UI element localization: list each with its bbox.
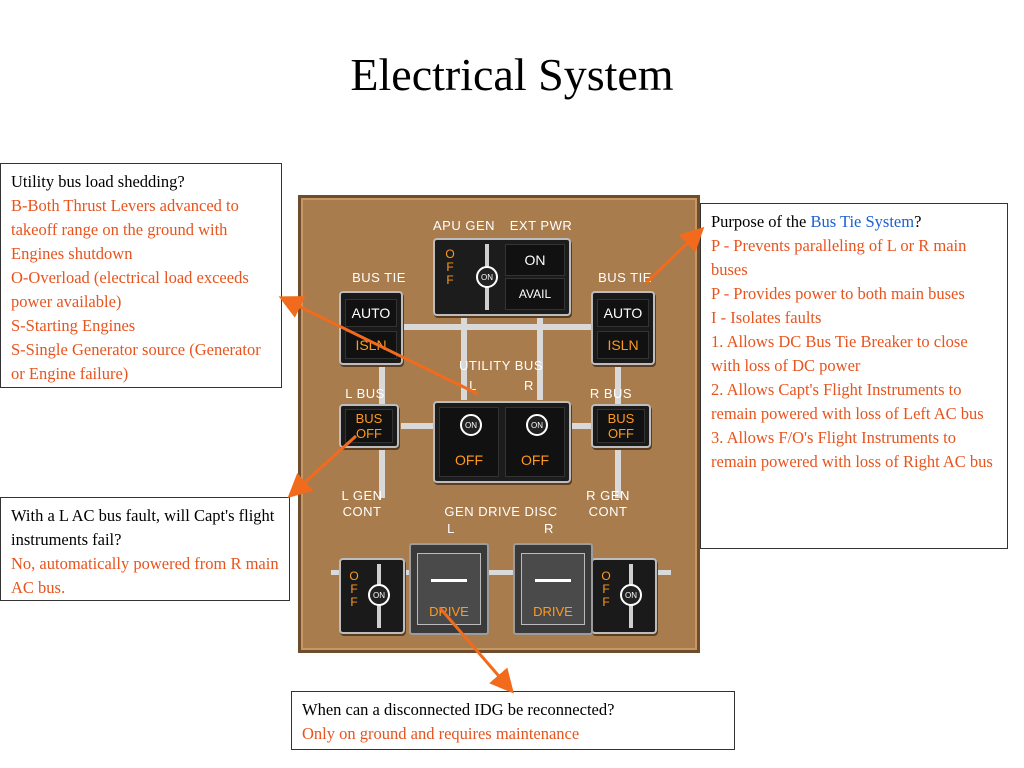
idg-callout: When can a disconnected IDG be reconnect… — [291, 691, 735, 750]
ext-pwr-on-annunciator[interactable]: ON — [505, 244, 565, 276]
apu-knob-on-text: ON — [481, 272, 493, 282]
r-gen-cont-switch-housing: O F F ON — [591, 558, 657, 634]
bus-line-vertical-center-l — [461, 310, 467, 400]
l-ac-answer: No, automatically powered from R main AC… — [11, 554, 279, 597]
utility-left-on-knob: ON — [460, 414, 482, 436]
r-gen-knob-on-text: ON — [625, 590, 637, 600]
l-drive-dash — [431, 579, 467, 582]
utility-right-off: OFF — [506, 452, 564, 468]
electrical-panel: APU GEN EXT PWR O F F ON ON AVAIL BUS TI… — [298, 195, 700, 653]
l-drive-label: DRIVE — [429, 604, 469, 619]
l-ac-bus-callout: With a L AC bus fault, will Capt's fligh… — [0, 497, 290, 601]
idg-question: When can a disconnected IDG be reconnect… — [302, 700, 615, 719]
bottom-bus-line — [331, 570, 671, 575]
l-ac-question: With a L AC bus fault, will Capt's fligh… — [11, 506, 275, 549]
bus-tie-question: Purpose of the Bus Tie System? — [711, 210, 997, 234]
bus-tie-system-link: Bus Tie System — [810, 212, 915, 231]
l-gen-cont-switch[interactable]: ON — [368, 584, 390, 606]
bus-tie-answer-5: 2. Allows Capt's Flight Instruments to r… — [711, 380, 984, 423]
l-ac-arrow — [287, 434, 358, 499]
bus-tie-answer-3: I - Isolates faults — [711, 308, 822, 327]
apu-gen-label: APU GEN — [432, 218, 495, 233]
utility-left-on-text: ON — [465, 420, 477, 430]
bus-tie-arrow — [644, 226, 705, 285]
bus-tie-left-isln-text: ISLN — [355, 337, 387, 353]
utility-bus-r-label: R — [524, 378, 534, 393]
gen-drive-disc-r-label: R — [544, 521, 554, 536]
page-title: Electrical System — [350, 49, 674, 100]
utility-arrow — [278, 296, 479, 396]
idg-answer: Only on ground and requires maintenance — [302, 724, 580, 743]
l-gen-off-text: O F F — [349, 569, 359, 609]
bus-tie-right-isln-text: ISLN — [607, 337, 639, 353]
r-gen-cont-off-label: O F F — [599, 570, 613, 609]
bus-tie-callout: Purpose of the Bus Tie System? P - Preve… — [700, 203, 1008, 549]
utility-answer-s1: S-Starting Engines — [11, 316, 136, 335]
r-gen-cont-label: R GEN CONT — [586, 488, 630, 519]
l-bus-off-text: BUS OFF — [355, 411, 383, 441]
bus-tie-right-switch[interactable]: AUTO ISLN — [591, 291, 655, 365]
apu-off-text: O F F — [445, 247, 455, 287]
bus-tie-right-label: BUS TIE — [598, 270, 652, 285]
utility-left-off-text: OFF — [455, 452, 483, 468]
utility-answer-s2: S-Single Generator source (Generator or … — [11, 340, 261, 383]
r-drive-dash — [535, 579, 571, 582]
bus-tie-question-suffix: ? — [914, 212, 922, 231]
utility-answer-b: B-Both Thrust Levers advanced to takeoff… — [11, 196, 239, 263]
utility-bus-left-switch[interactable]: ON OFF — [439, 407, 499, 477]
ext-pwr-label: EXT PWR — [509, 218, 573, 233]
bus-tie-answer-1: P - Prevents paralleling of L or R main … — [711, 236, 967, 279]
utility-right-off-text: OFF — [521, 452, 549, 468]
utility-right-on-knob: ON — [526, 414, 548, 436]
ext-pwr-on-text: ON — [524, 252, 546, 268]
gen-drive-disc-l-label: L — [447, 521, 455, 536]
utility-bus-callout: Utility bus load shedding? B-Both Thrust… — [0, 163, 282, 388]
bus-tie-right-auto: AUTO — [597, 299, 649, 327]
r-drive-disc-switch[interactable]: DRIVE — [513, 543, 593, 635]
r-gen-cont-switch[interactable]: ON — [620, 584, 642, 606]
gen-drive-disc-label: GEN DRIVE DISC — [444, 504, 558, 519]
bus-tie-answer-4: 1. Allows DC Bus Tie Breaker to close wi… — [711, 332, 968, 375]
l-drive-guard — [417, 553, 481, 625]
bus-tie-left-isln: ISLN — [345, 331, 397, 359]
bus-tie-left-switch[interactable]: AUTO ISLN — [339, 291, 403, 365]
utility-right-on-text: ON — [531, 420, 543, 430]
utility-question: Utility bus load shedding? — [11, 172, 185, 191]
r-bus-label: R BUS — [589, 386, 633, 401]
bus-tie-answer-2: P - Provides power to both main buses — [711, 284, 965, 303]
utility-answer-o: O-Overload (electrical load exceeds powe… — [11, 268, 249, 311]
bus-tie-answer-6: 3. Allows F/O's Flight Instruments to re… — [711, 428, 993, 471]
bus-tie-right-isln: ISLN — [597, 331, 649, 359]
r-gen-off-text: O F F — [601, 569, 611, 609]
apu-ext-switch-housing: O F F ON ON AVAIL — [433, 238, 571, 316]
apu-gen-switch[interactable]: ON — [476, 266, 498, 288]
bus-line-vertical-center-r — [537, 310, 543, 400]
ext-pwr-avail-annunciator: AVAIL — [505, 278, 565, 310]
r-bus-off-text: BUS OFF — [607, 411, 635, 441]
apu-gen-off-label: O F F — [443, 248, 457, 287]
bus-tie-right-auto-text: AUTO — [603, 305, 643, 321]
bus-tie-question-prefix: Purpose of the — [711, 212, 811, 231]
l-gen-knob-on-text: ON — [373, 590, 385, 600]
r-bus-off-cell: BUS OFF — [597, 409, 645, 443]
idg-arrow — [438, 607, 514, 694]
r-bus-off-light: BUS OFF — [591, 404, 651, 448]
bus-line-horizontal-top — [361, 324, 641, 330]
l-gen-cont-switch-housing: O F F ON — [339, 558, 405, 634]
l-bus-label: L BUS — [345, 386, 385, 401]
bus-tie-left-auto: AUTO — [345, 299, 397, 327]
r-drive-guard — [521, 553, 585, 625]
l-gen-cont-label: L GEN CONT — [341, 488, 383, 519]
utility-bus-label: UTILITY BUS — [458, 358, 543, 373]
utility-left-off: OFF — [440, 452, 498, 468]
bus-tie-left-auto-text: AUTO — [351, 305, 391, 321]
ext-pwr-avail-text: AVAIL — [518, 287, 552, 301]
l-gen-cont-off-label: O F F — [347, 570, 361, 609]
bus-tie-left-label: BUS TIE — [352, 270, 406, 285]
utility-bus-right-switch[interactable]: ON OFF — [505, 407, 565, 477]
utility-bus-l-label: L — [469, 378, 477, 393]
r-drive-label: DRIVE — [533, 604, 573, 619]
utility-bus-switch-housing: ON OFF ON OFF — [433, 401, 571, 483]
